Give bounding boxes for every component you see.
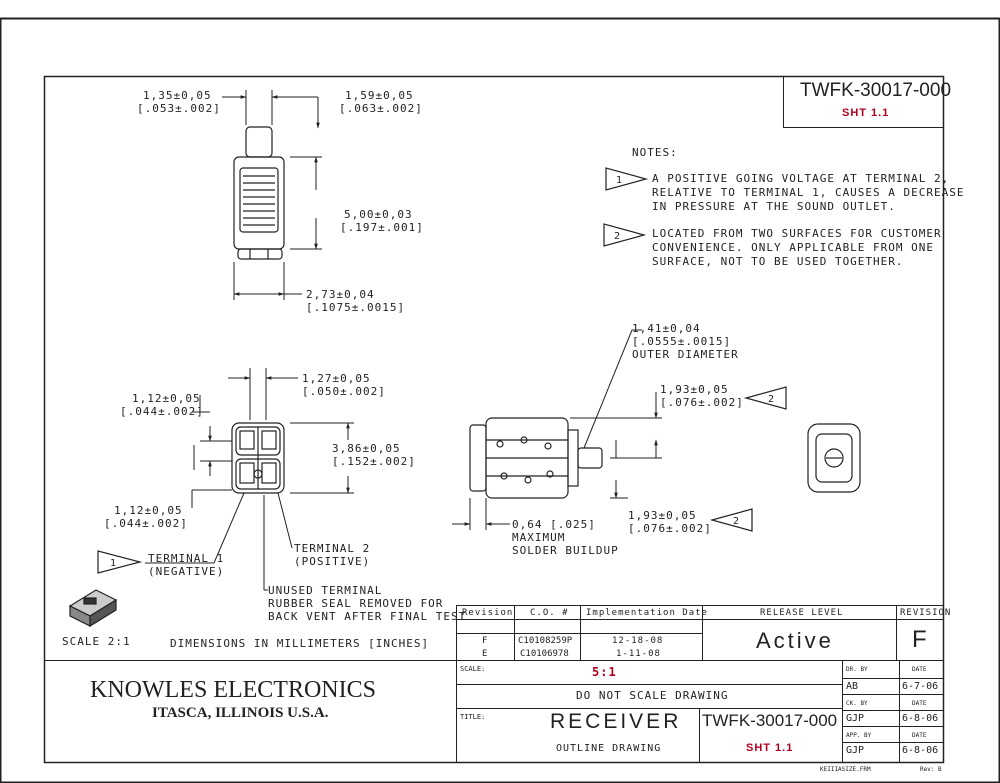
dim-9-in: [.0555±.0015] <box>632 335 732 348</box>
note-1-line-3: IN PRESSURE AT THE SOUND OUTLET. <box>652 200 896 213</box>
rev-header-date: Implementation Date <box>586 608 708 618</box>
dim-3-mm: 5,00±0,03 <box>344 208 413 221</box>
dim-7-in: [.152±.002] <box>332 455 416 468</box>
drawn-by-label: DR. BY <box>846 666 868 673</box>
checked-by-name: GJP <box>846 713 865 724</box>
dim-1-mm: 1,35±0,05 <box>143 89 212 102</box>
company-name: KNOWLES ELECTRONICS <box>90 677 376 703</box>
company-location: ITASCA, ILLINOIS U.S.A. <box>152 705 329 721</box>
sheet-number: SHT 1.1 <box>842 107 890 119</box>
part-number-title-block: TWFK-30017-000 <box>702 711 838 730</box>
approved-by-name: GJP <box>846 745 865 756</box>
dim-7-mm: 3,86±0,05 <box>332 442 401 455</box>
rev-row-1-co: C10108259P <box>518 636 573 646</box>
part-number-box <box>783 76 944 128</box>
terminal-1-label: TERMINAL 1 <box>148 552 225 565</box>
unused-terminal-line-1: UNUSED TERMINAL <box>268 584 383 597</box>
drawn-by-name: AB <box>846 681 859 692</box>
dim-11-mm: 1,93±0,05 <box>628 509 697 522</box>
checked-by-date-label: DATE <box>912 700 927 707</box>
scale-label: SCALE 2:1 <box>62 635 131 648</box>
approved-by-date: 6-8-06 <box>902 745 939 756</box>
isometric-part <box>68 589 118 628</box>
notes-heading: NOTES: <box>632 146 678 159</box>
do-not-scale: DO NOT SCALE DRAWING <box>576 689 729 702</box>
bottom-view <box>469 417 603 499</box>
rev-row-1-rev: F <box>482 636 489 646</box>
rev-row-1-date: 12-18-08 <box>612 636 664 646</box>
svg-text:2: 2 <box>733 516 739 527</box>
note-numbers: 1 2 1 2 2 <box>110 175 774 569</box>
approved-by-date-label: DATE <box>912 732 927 739</box>
drawing-subtitle: OUTLINE DRAWING <box>556 743 662 754</box>
svg-text:2: 2 <box>768 394 774 405</box>
units-label: DIMENSIONS IN MILLIMETERS [INCHES] <box>170 637 430 650</box>
note-2-line-3: SURFACE, NOT TO BE USED TOGETHER. <box>652 255 904 268</box>
front-view <box>231 422 285 494</box>
title-field-label: TITLE: <box>460 713 486 721</box>
revision-header: REVISION <box>900 608 952 618</box>
note-1-line-1: A POSITIVE GOING VOLTAGE AT TERMINAL 2, <box>652 172 950 185</box>
terminal-2-label: TERMINAL 2 <box>294 542 371 555</box>
release-level: Active <box>756 628 834 653</box>
drawn-by-date-label: DATE <box>912 666 927 673</box>
rev-header-revision: Revision <box>462 608 514 618</box>
rev-row-2-co: C10106978 <box>520 649 569 659</box>
checked-by-date: 6-8-06 <box>902 713 939 724</box>
dim-5-mm: 1,27±0,05 <box>302 372 371 385</box>
svg-text:1: 1 <box>616 175 622 186</box>
rev-row-2-rev: E <box>482 649 489 659</box>
revision-value: F <box>912 626 928 653</box>
sheet-number-title-block: SHT 1.1 <box>746 742 794 754</box>
dim-6-mm: 1,12±0,05 <box>132 392 201 405</box>
note-flags <box>97 167 787 574</box>
dim-12-value: 0,64 [.025] <box>512 518 596 531</box>
drawing-border <box>43 75 945 764</box>
side-view <box>233 126 285 260</box>
dim-9-mm: 1,41±0,04 <box>632 322 701 335</box>
svg-text:1: 1 <box>110 558 116 569</box>
release-level-header: RELEASE LEVEL <box>760 608 844 618</box>
drawn-by-date: 6-7-06 <box>902 681 939 692</box>
footer-file: KEIIIASIZE.FRM <box>820 766 871 773</box>
dim-6-in: [.044±.002] <box>120 405 204 418</box>
dim-5-in: [.050±.002] <box>302 385 386 398</box>
rev-header-co: C.O. # <box>530 608 569 618</box>
terminal-1-polarity: (NEGATIVE) <box>148 565 225 578</box>
dim-12-line-2: MAXIMUM <box>512 531 566 544</box>
end-view <box>807 423 861 493</box>
note-2-line-1: LOCATED FROM TWO SURFACES FOR CUSTOMER <box>652 227 942 240</box>
svg-text:2: 2 <box>614 231 620 242</box>
scale-field-label: SCALE: <box>460 665 486 673</box>
drawing-title: RECEIVER <box>550 710 682 733</box>
dim-10-mm: 1,93±0,05 <box>660 383 729 396</box>
dim-4-in: [.1075±.0015] <box>306 301 406 314</box>
dim-2-in: [.063±.002] <box>339 102 423 115</box>
dim-8-in: [.044±.002] <box>104 517 188 530</box>
dim-10-in: [.076±.002] <box>660 396 744 409</box>
dim-3-in: [.197±.001] <box>340 221 424 234</box>
scale-value: 5:1 <box>592 665 617 679</box>
dim-2-mm: 1,59±0,05 <box>345 89 414 102</box>
note-2-line-2: CONVENIENCE. ONLY APPLICABLE FROM ONE <box>652 241 935 254</box>
dim-12-line-3: SOLDER BUILDUP <box>512 544 619 557</box>
unused-terminal-line-3: BACK VENT AFTER FINAL TEST <box>268 610 467 623</box>
part-number: TWFK-30017-000 <box>800 80 952 101</box>
dim-11-in: [.076±.002] <box>628 522 712 535</box>
dim-4-mm: 2,73±0,04 <box>306 288 375 301</box>
dim-9-note: OUTER DIAMETER <box>632 348 739 361</box>
unused-terminal-line-2: RUBBER SEAL REMOVED FOR <box>268 597 444 610</box>
note-1-line-2: RELATIVE TO TERMINAL 1, CAUSES A DECREAS… <box>652 186 965 199</box>
footer-rev: Rev: B <box>920 766 942 773</box>
approved-by-label: APP. BY <box>846 732 872 739</box>
terminal-2-polarity: (POSITIVE) <box>294 555 371 568</box>
rev-row-2-date: 1-11-08 <box>616 649 661 659</box>
checked-by-label: CK. BY <box>846 700 868 707</box>
dim-1-in: [.053±.002] <box>137 102 221 115</box>
dim-8-mm: 1,12±0,05 <box>114 504 183 517</box>
